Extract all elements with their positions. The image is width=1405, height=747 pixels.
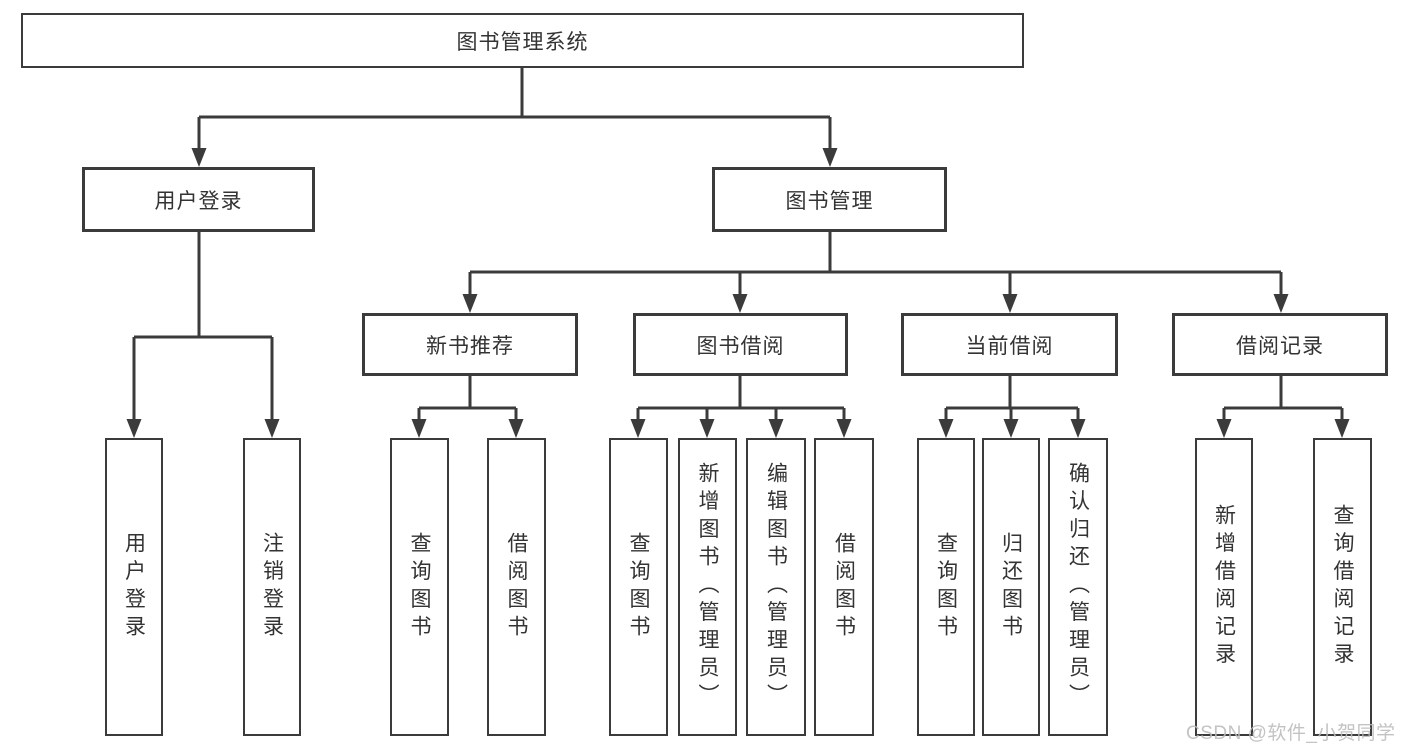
node-label: 注销登录 <box>260 531 284 643</box>
leaf-logout: 注销登录 <box>243 438 301 736</box>
leaf-borrow-books-recommend: 借阅图书 <box>487 438 546 736</box>
leaf-borrow-books: 借阅图书 <box>814 438 874 736</box>
leaf-edit-books-admin: 编辑图书（管理员） <box>746 438 806 736</box>
node-label: 用户登录 <box>122 531 146 643</box>
node-label: 新书推荐 <box>426 334 514 358</box>
node-user-login: 用户登录 <box>82 167 315 232</box>
node-label: 查询图书 <box>627 531 650 643</box>
csdn-watermark: CSDN @软件_小贺同学 <box>1186 723 1396 744</box>
node-book-management: 图书管理 <box>712 167 947 232</box>
leaf-query-books-recommend: 查询图书 <box>390 438 449 736</box>
node-label: 图书借阅 <box>696 334 785 358</box>
leaf-query-books-borrow: 查询图书 <box>609 438 668 736</box>
node-label: 查询借阅记录 <box>1331 503 1354 671</box>
node-label: 查询图书 <box>408 531 431 643</box>
leaf-add-borrow-record: 新增借阅记录 <box>1195 438 1253 736</box>
node-label: 确认归还（管理员） <box>1066 462 1090 712</box>
node-label: 归还图书 <box>999 531 1023 643</box>
node-new-book-recommend: 新书推荐 <box>362 313 578 376</box>
leaf-user-login: 用户登录 <box>105 438 163 736</box>
node-label: 新增图书（管理员） <box>696 462 719 712</box>
leaf-return-books: 归还图书 <box>982 438 1040 736</box>
leaf-query-borrow-record: 查询借阅记录 <box>1313 438 1372 736</box>
node-current-borrow: 当前借阅 <box>901 313 1118 376</box>
node-book-borrow: 图书借阅 <box>633 313 848 376</box>
node-label: 借阅图书 <box>832 531 856 643</box>
node-label: 编辑图书（管理员） <box>764 462 788 712</box>
arrowheads <box>126 148 1350 438</box>
leaf-confirm-return-admin: 确认归还（管理员） <box>1048 438 1108 736</box>
node-label: 查询图书 <box>934 531 958 643</box>
node-label: 图书管理 <box>785 189 874 213</box>
node-library-management-system: 图书管理系统 <box>21 13 1024 68</box>
node-label: 借阅图书 <box>505 531 528 643</box>
node-label: 新增借阅记录 <box>1212 503 1236 671</box>
node-label: 借阅记录 <box>1236 334 1324 358</box>
node-label: 图书管理系统 <box>456 30 589 54</box>
node-label: 当前借阅 <box>965 334 1054 358</box>
node-label: 用户登录 <box>154 189 243 213</box>
node-borrow-records: 借阅记录 <box>1172 313 1388 376</box>
leaf-query-books-current: 查询图书 <box>917 438 975 736</box>
leaf-add-books-admin: 新增图书（管理员） <box>678 438 737 736</box>
